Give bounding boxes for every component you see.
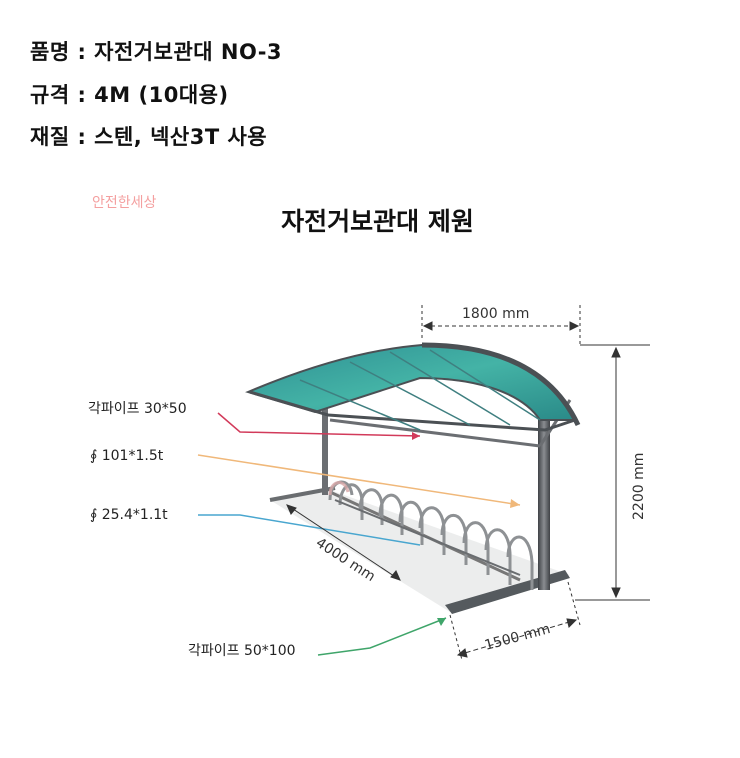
rear-post xyxy=(538,390,550,590)
label-roof-pipe: 각파이프 30*50 xyxy=(88,401,187,417)
leader-roof-pipe-arrow xyxy=(412,432,420,440)
dim-width-top xyxy=(421,305,581,345)
spec-key: 품명 xyxy=(30,40,70,64)
dim-width-top-text: 1800 mm xyxy=(462,306,529,322)
spec-line-product: 품명 : 자전거보관대 NO-3 xyxy=(30,40,283,64)
dim-height xyxy=(575,344,650,601)
leader-base-pipe xyxy=(317,617,447,656)
leader-round-large-arrow xyxy=(510,499,520,508)
spec-value: 4M (10대용) xyxy=(94,83,229,107)
dim-depth-base xyxy=(449,581,581,661)
leader-round-small xyxy=(198,514,421,546)
spec-line-material: 재질 : 스텐, 넥산3T 사용 xyxy=(30,125,268,149)
dim-length xyxy=(286,504,401,581)
dim-height-text: 2200 mm xyxy=(631,453,647,520)
support-beam xyxy=(329,418,541,448)
dim-depth-base-text: 1500 mm xyxy=(483,621,552,654)
label-round-pipe-large: ∮ 101*1.5t xyxy=(90,448,164,464)
leader-base-pipe-arrow xyxy=(437,618,446,626)
spec-key: 규격 xyxy=(30,83,70,107)
watermark: 안전한세상 xyxy=(92,195,157,211)
front-post xyxy=(322,405,328,495)
spec-value: 스텐, 넥산3T 사용 xyxy=(94,125,268,149)
spec-value: 자전거보관대 NO-3 xyxy=(94,40,283,64)
roof-panel xyxy=(245,342,581,432)
base-frame xyxy=(269,486,570,614)
spec-line-size: 규격 : 4M (10대용) xyxy=(30,83,229,107)
spec-key: 재질 xyxy=(30,125,70,149)
label-round-pipe-small: ∮ 25.4*1.1t xyxy=(90,507,168,523)
leader-round-large xyxy=(197,454,521,506)
diagram-title: 자전거보관대 제원 xyxy=(281,207,474,236)
bike-rack-red-marker xyxy=(328,481,350,496)
label-base-pipe: 각파이프 50*100 xyxy=(188,643,296,659)
leader-roof-pipe xyxy=(217,412,421,437)
